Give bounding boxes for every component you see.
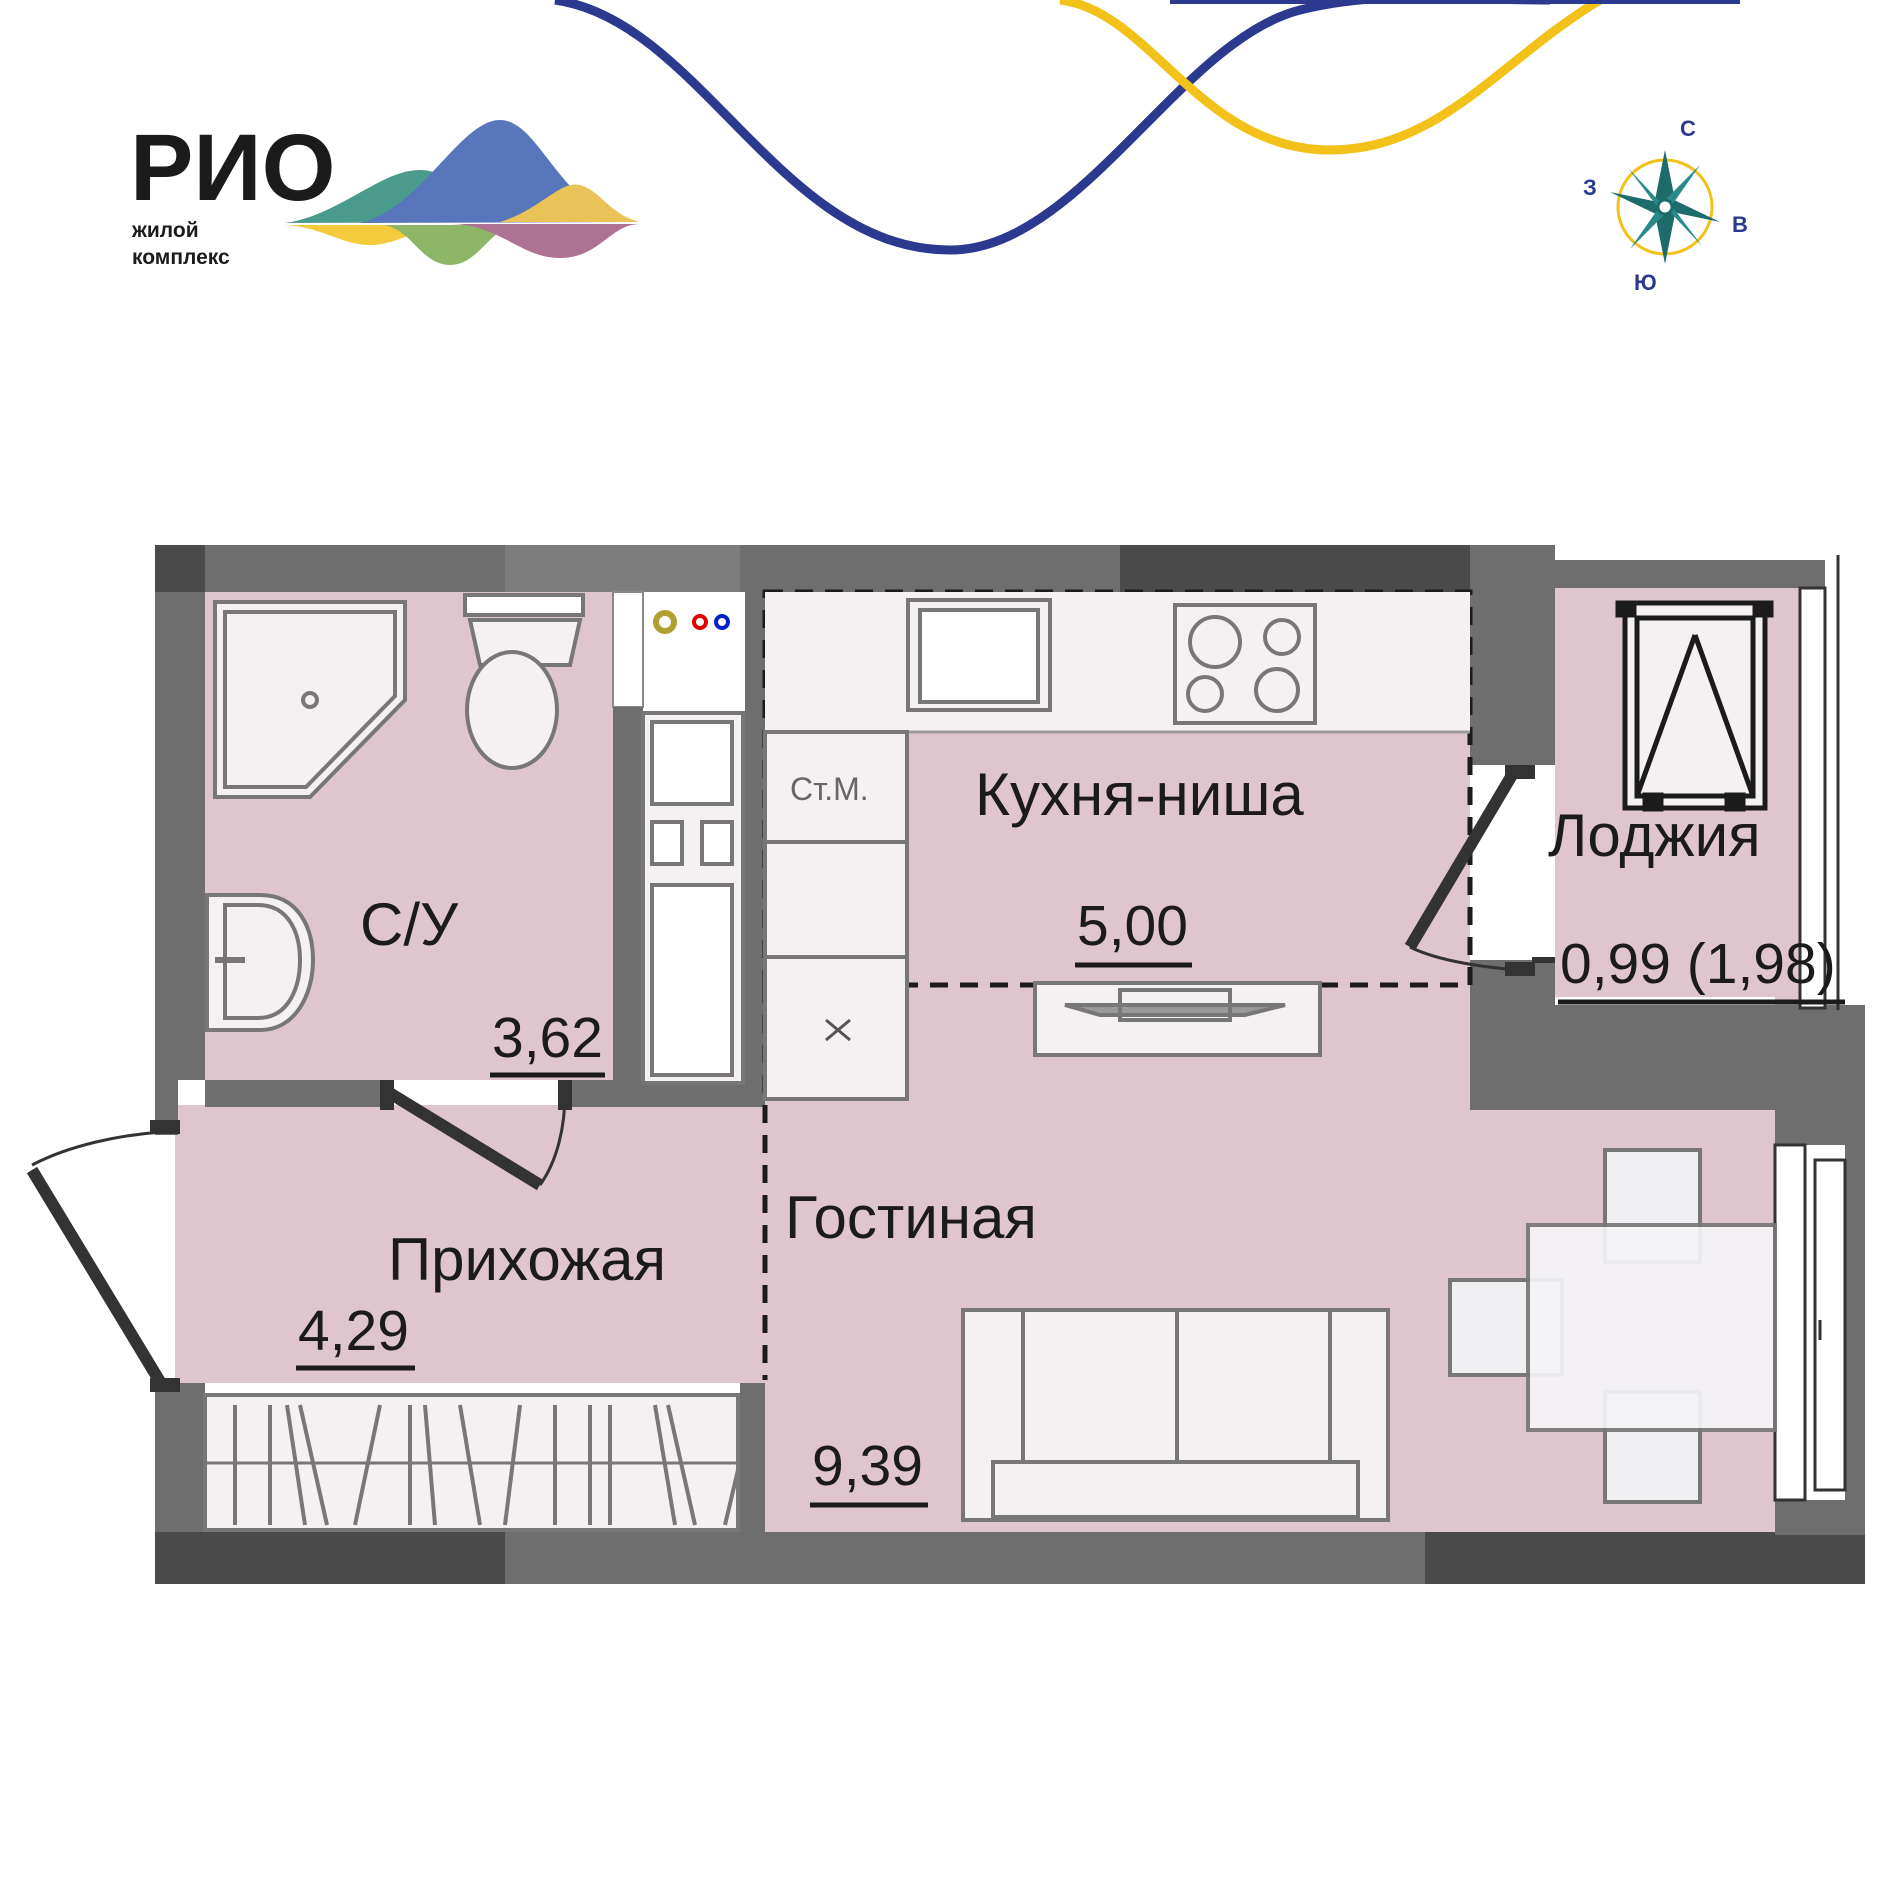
compass-south: Ю [1634,270,1657,295]
toilet-icon [463,593,585,770]
logo-mountains-icon [280,120,640,265]
washing-machine [763,730,909,844]
gas-pipe-icon [653,610,677,634]
washbasin-icon [205,893,316,1032]
walls [155,545,1865,1584]
sink-icon [906,598,1052,712]
kitchen-label: Кухня-ниша [975,761,1304,828]
cold-water-pipe-icon [714,614,730,630]
logo-tagline-2: комплекс [132,246,230,269]
cooktop-icon [1173,603,1317,725]
drying-rack-icon [1615,600,1774,812]
bathroom-fixtures [205,593,585,1032]
compass-east: В [1732,212,1748,237]
kitchen-sink-x-icon [825,1018,851,1042]
living-area: 9,39 [812,1434,923,1498]
doors [26,765,1555,1392]
bathroom-area: 3,62 [492,1006,603,1070]
shower-tray-icon [213,600,407,799]
hallway-label: Прихожая [388,1226,666,1293]
wardrobe [203,1393,740,1532]
loggia-door [1404,765,1555,976]
kitchen-area: 5,00 [1077,894,1188,958]
bathroom-door [380,1080,572,1191]
loggia-area: 0,99 (1,98) [1560,932,1836,996]
tv-stand [1033,981,1322,1057]
bathroom-label: С/У [360,891,459,958]
logo-tagline-1: жилой [131,219,199,242]
fridge-top-icon [650,720,734,806]
kitchen-furniture: Ст.М. [641,592,1470,1101]
entrance-door [26,1120,180,1392]
compass-rose-icon: С Ю В З [1583,116,1748,295]
compass-west: З [1583,175,1597,200]
hallway-area: 4,29 [298,1299,409,1363]
decorative-waves [554,0,1740,255]
living-label: Гостиная [785,1184,1037,1251]
room-labels: С/У 3,62 Прихожая 4,29 Кухня-ниша 5,00 Г… [296,761,1845,1508]
hallway-floor [175,1105,765,1383]
table-icon [1526,1223,1777,1432]
washing-machine-label: Ст.М. [790,771,869,807]
utility-shaft [653,610,730,634]
logo-name: РИО [130,115,336,221]
compass-north: С [1680,116,1696,141]
loggia-label: Лоджия [1548,802,1761,869]
brand-logo: РИО жилой комплекс [130,115,640,269]
sofa [961,1308,1390,1522]
dining-set [1448,1148,1777,1504]
hot-water-pipe-icon [692,614,708,630]
